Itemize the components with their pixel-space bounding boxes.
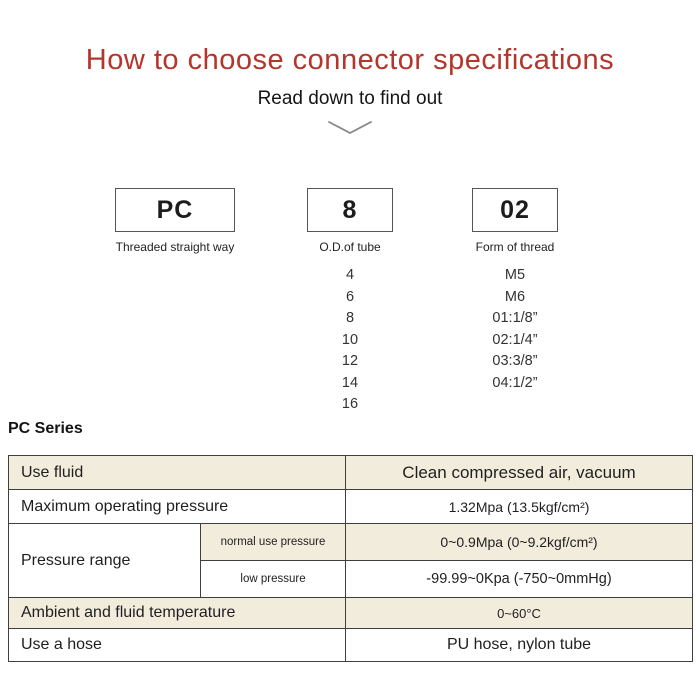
table-row-pressure-normal: Pressure range normal use pressure 0~0.9… [8, 523, 693, 598]
code-box-caption-tube-od: O.D.of tube [319, 240, 381, 254]
option-item: 16 [341, 396, 359, 412]
row-value-max-pressure: 1.32Mpa (13.5kgf/cm²) [345, 489, 693, 524]
table-row-temperature: Ambient and fluid temperature 0~60°C [8, 597, 693, 629]
table-row-pressure-low: low pressure -99.99~0Kpa (-750~0mmHg) [9, 560, 693, 598]
option-item: 8 [345, 310, 355, 326]
option-item: 01:1/8” [492, 310, 538, 326]
code-box-tube-od: 8 [307, 188, 393, 232]
row-value-normal-pressure: 0~0.9Mpa (0~9.2kgf/cm²) [345, 523, 693, 561]
code-box-caption-thread: Form of thread [475, 240, 555, 254]
table-row-max-pressure: Maximum operating pressure 1.32Mpa (13.5… [8, 489, 693, 524]
chevron-down-icon [0, 120, 700, 136]
code-box-caption-series: Threaded straight way [115, 240, 235, 254]
option-item: 14 [341, 374, 359, 391]
row-value-use-fluid: Clean compressed air, vacuum [345, 455, 693, 490]
option-item: M6 [504, 288, 526, 305]
option-item: 04:1/2” [492, 374, 538, 391]
tube-od-option-list: 4 6 8 10 12 14 16 [307, 265, 393, 416]
code-box-group-tube-od: 8 O.D.of tube 4 6 8 10 12 14 16 [307, 188, 393, 416]
row-value-hose: PU hose, nylon tube [345, 628, 693, 662]
option-item: 6 [345, 288, 355, 305]
row-label-use-fluid: Use fluid [8, 455, 346, 490]
table-row-use-fluid: Use fluid Clean compressed air, vacuum [8, 455, 693, 490]
option-item: M5 [504, 267, 526, 283]
table-row-hose: Use a hose PU hose, nylon tube [8, 628, 693, 662]
sub-label-low-pressure: low pressure [200, 560, 346, 598]
row-label-hose: Use a hose [8, 628, 346, 662]
sub-label-normal-pressure: normal use pressure [200, 523, 346, 561]
code-box-thread: 02 [472, 188, 558, 232]
row-label-pressure-range: Pressure range [8, 523, 201, 598]
code-box-series: PC [115, 188, 235, 232]
option-item: 10 [341, 331, 359, 348]
page-title: How to choose connector specifications [85, 44, 615, 76]
page-subtitle: Read down to find out [257, 88, 443, 109]
series-heading: PC Series [8, 420, 83, 437]
option-item: 02:1/4” [492, 331, 538, 348]
code-box-group-series: PC Threaded straight way [115, 188, 235, 254]
option-item: 4 [345, 267, 355, 283]
row-label-temperature: Ambient and fluid temperature [8, 597, 346, 629]
option-item: 03:3/8” [492, 353, 538, 369]
row-label-max-pressure: Maximum operating pressure [8, 489, 346, 524]
option-item: 12 [341, 353, 359, 369]
row-value-temperature: 0~60°C [345, 597, 693, 629]
spec-table: Use fluid Clean compressed air, vacuum M… [8, 455, 693, 662]
row-value-low-pressure: -99.99~0Kpa (-750~0mmHg) [345, 560, 693, 598]
